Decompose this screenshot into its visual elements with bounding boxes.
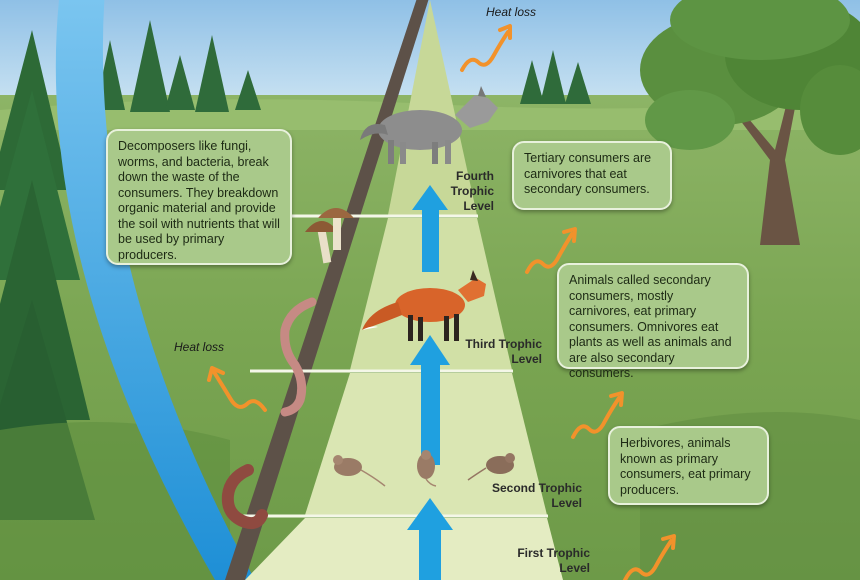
primary-consumers-callout: Herbivores, animals known as primary con… xyxy=(608,426,769,505)
mouse-icon xyxy=(333,455,386,487)
tertiary-consumers-callout: Tertiary consumers are carnivores that e… xyxy=(512,141,672,210)
mushroom-icon xyxy=(305,208,354,264)
wavy-arrow-icon xyxy=(525,227,577,274)
second-trophic-level-label: Second Trophic Level xyxy=(491,481,582,510)
wavy-arrow-icon xyxy=(571,391,624,439)
worm-icon xyxy=(221,464,268,530)
wavy-arrow-icon xyxy=(207,366,267,412)
mouse-icon xyxy=(467,453,515,481)
heat-loss-label-left: Heat loss xyxy=(174,340,225,354)
heat-loss-label-top: Heat loss xyxy=(486,5,537,19)
up-arrow-icon xyxy=(407,498,453,580)
fourth-trophic-level-label: Fourth Trophic Level xyxy=(450,169,494,213)
distant-trees xyxy=(95,20,591,112)
mouse-icon xyxy=(417,450,437,487)
fox-icon xyxy=(362,270,486,341)
first-trophic-level-label: First Trophic Level xyxy=(517,546,590,575)
up-arrow-icon xyxy=(410,335,450,465)
third-trophic-level-label: Third Trophic Level xyxy=(465,337,542,366)
secondary-consumers-callout: Animals called secondary consumers, most… xyxy=(557,263,749,380)
pyramid-tier-fourth xyxy=(388,0,477,215)
nutrient-cycle-arc xyxy=(55,0,255,580)
wavy-arrow-icon xyxy=(623,534,676,580)
wavy-arrow-icon xyxy=(460,24,512,72)
worm-icon xyxy=(280,297,317,417)
pyramid-tier-first xyxy=(245,518,563,580)
energy-arrows xyxy=(407,185,453,580)
wolf-icon xyxy=(360,86,498,164)
deciduous-tree xyxy=(640,0,860,245)
up-arrow-icon xyxy=(412,185,448,272)
decomposers-callout: Decomposers like fungi, worms, and bacte… xyxy=(106,129,292,265)
pyramid-soil-edge xyxy=(225,0,429,580)
heat-arrows xyxy=(207,24,676,580)
